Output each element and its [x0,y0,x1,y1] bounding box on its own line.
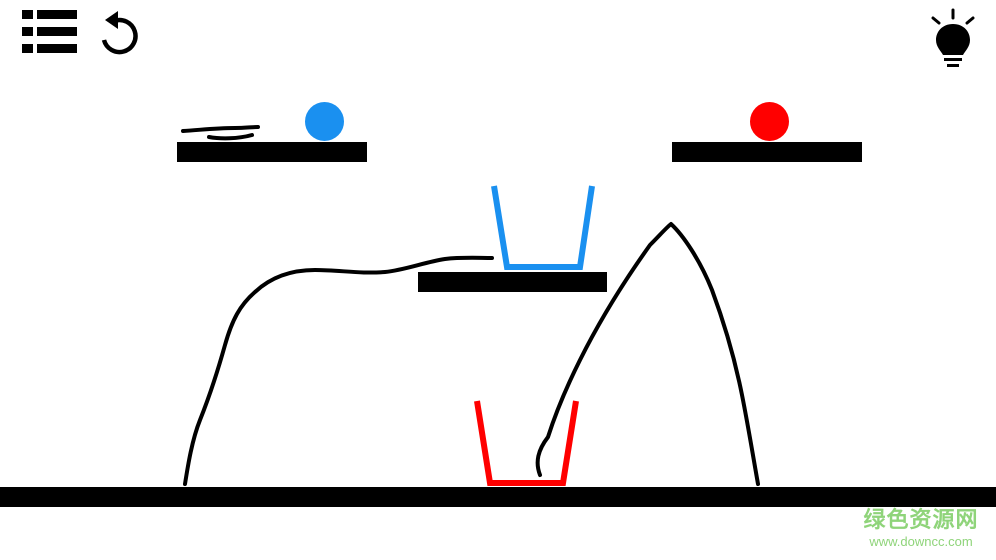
watermark-url: www.downcc.com [869,534,973,549]
menu-button[interactable] [22,10,78,54]
lightbulb-hint-icon [931,8,975,67]
right-upper-platform [672,142,862,162]
drawn-line-scribble-top [181,125,260,133]
red-cup [474,400,579,486]
red-ball [750,102,789,141]
drawn-line-left-hill [183,255,494,486]
restart-button[interactable] [96,8,142,56]
hint-button[interactable] [928,8,978,70]
watermark: 绿色资源网 www.downcc.com [846,508,996,549]
blue-cup [491,185,595,270]
drawn-line-right-arch [535,222,760,486]
restart-icon [101,11,138,55]
blue-ball [305,102,344,141]
list-menu-icon [22,10,77,53]
drawn-line-scribble-bottom [207,133,254,141]
watermark-site-name: 绿色资源网 [863,508,979,533]
left-upper-platform [177,142,367,162]
ground-platform [0,487,996,507]
middle-platform [418,272,607,292]
